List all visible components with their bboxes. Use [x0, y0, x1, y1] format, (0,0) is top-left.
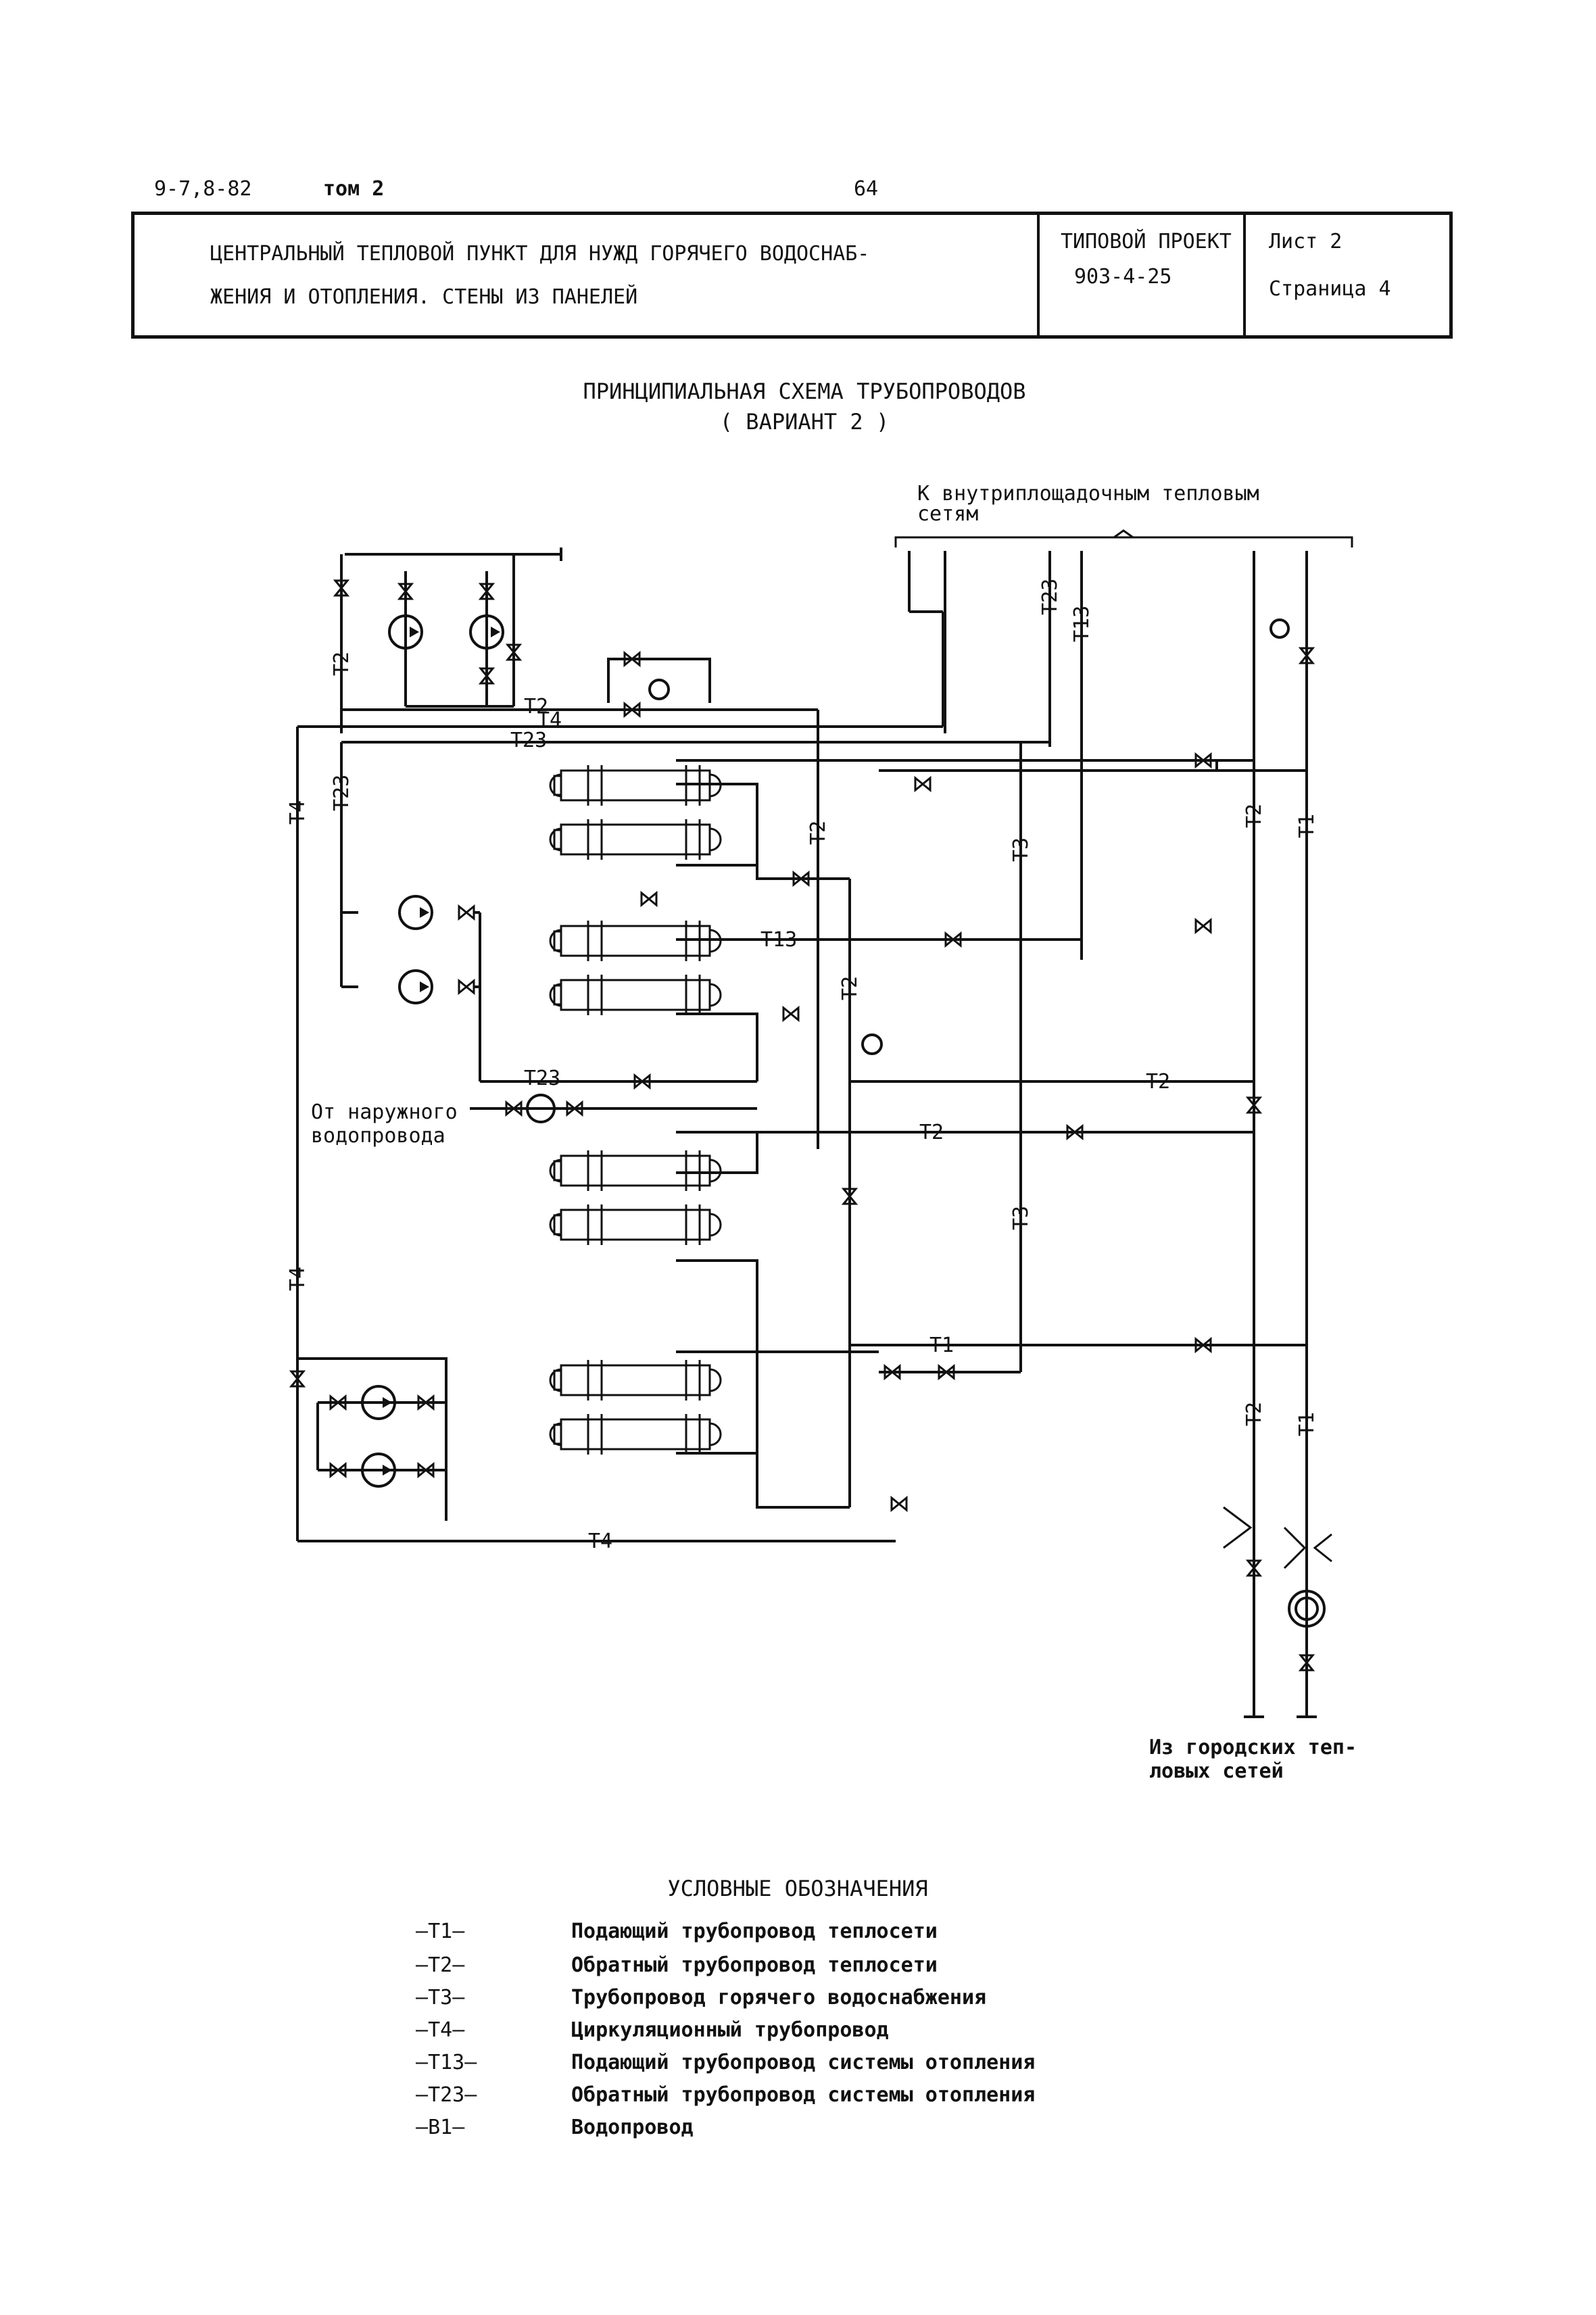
legend-code: —Т3—	[416, 1986, 465, 2009]
from-city-caption-1: Из городских теп-	[1149, 1736, 1357, 1759]
from-city-caption-2: ловых сетей	[1149, 1759, 1284, 1783]
pipe-label-t4: Т4	[286, 800, 310, 825]
legend-code: —Т4—	[416, 2018, 465, 2042]
page-label: Страница 4	[1269, 277, 1391, 301]
diagram-captions: К внутриплощадочным тепловым сетям От на…	[311, 482, 1357, 1783]
pipe-label-t23: Т23	[510, 729, 547, 752]
pipe-labels: Т2 Т4 Т23 Т13 Т23 Т2 Т2 Т1 Т4 Т2 Т23 Т4 …	[286, 579, 1319, 1553]
pipe-label-t23: Т23	[1038, 579, 1062, 615]
title-line-2: ЖЕНИЯ И ОТОПЛЕНИЯ. СТЕНЫ ИЗ ПАНЕЛЕЙ	[210, 285, 638, 309]
volume-label: том 2	[323, 177, 385, 201]
pipe-label-t2: Т2	[838, 976, 862, 1000]
pumps	[361, 614, 504, 1488]
legend-code: —В1—	[416, 2116, 465, 2139]
sheet-label: Лист 2	[1269, 230, 1343, 253]
legend-code: —Т1—	[416, 1920, 465, 1943]
legend-item: —Т1—	[416, 1920, 464, 1943]
doc-code: 9-7,8-82	[154, 177, 252, 201]
pipe-label-t2: Т2	[1242, 1402, 1266, 1426]
legend-text: Обратный трубопровод системы отопления	[571, 2083, 1036, 2107]
pipe-label-t4: Т4	[537, 708, 562, 732]
title-block-divider	[1243, 215, 1246, 335]
city-connection-marks	[1223, 1506, 1332, 1569]
project-number: 903-4-25	[1074, 265, 1172, 289]
pipe-label-t2: Т2	[806, 821, 830, 845]
pipe-label-t3: Т3	[1009, 1206, 1033, 1230]
pipelines	[296, 529, 1353, 1718]
pipe-label-t13: Т13	[1070, 606, 1094, 642]
pipe-label-t2: Т2	[1146, 1070, 1170, 1094]
pipe-label-t23: Т23	[330, 775, 354, 811]
title-line-1: ЦЕНТРАЛЬНЫЙ ТЕПЛОВОЙ ПУНКТ ДЛЯ НУЖД ГОРЯ…	[210, 242, 870, 266]
legend-text: Подающий трубопровод теплосети	[571, 1920, 938, 1943]
pipe-label-t1: Т1	[929, 1334, 954, 1357]
to-networks-caption-2: сетям	[917, 502, 978, 526]
project-label: ТИПОВОЙ ПРОЕКТ	[1061, 230, 1232, 253]
legend-item: —В1—	[416, 2116, 464, 2139]
legend-item: —Т13—	[416, 2051, 477, 2074]
pipe-label-t1: Т1	[1295, 1412, 1319, 1436]
legend-title: УСЛОВНЫЕ ОБОЗНАЧЕНИЯ	[667, 1876, 928, 1901]
legend-text: Циркуляционный трубопровод	[571, 2018, 889, 2042]
pipe-label-t4: Т4	[286, 1267, 310, 1291]
legend-text: Обратный трубопровод теплосети	[571, 1953, 938, 1977]
pipe-label-t2: Т2	[919, 1121, 944, 1144]
legend-text: Трубопровод горячего водоснабжения	[571, 1986, 987, 2009]
diagram-heading-2: ( ВАРИАНТ 2 )	[719, 409, 890, 435]
legend-code: —Т13—	[416, 2051, 477, 2074]
title-block-divider	[1037, 215, 1040, 335]
legend-text: Водопровод	[571, 2116, 694, 2139]
pipe-label-t13: Т13	[760, 928, 797, 952]
pipe-label-t2: Т2	[330, 652, 354, 676]
legend-item: —Т23—	[416, 2083, 477, 2107]
to-networks-caption-1: К внутриплощадочным тепловым	[917, 482, 1259, 506]
pipe-label-t23: Т23	[524, 1067, 560, 1090]
legend-item: —Т4—	[416, 2018, 464, 2042]
pipe-label-t4: Т4	[588, 1530, 612, 1553]
from-water-caption-1: От наружного	[311, 1100, 458, 1124]
from-water-caption-2: водопровода	[311, 1124, 445, 1148]
page-number: 64	[854, 177, 879, 201]
legend-code: —Т23—	[416, 2083, 477, 2107]
pipe-label-t1: Т1	[1295, 814, 1319, 838]
diagram-heading-1: ПРИНЦИПИАЛЬНАЯ СХЕМА ТРУБОПРОВОДОВ	[583, 379, 1026, 404]
title-block: ЦЕНТРАЛЬНЫЙ ТЕПЛОВОЙ ПУНКТ ДЛЯ НУЖД ГОРЯ…	[131, 212, 1453, 339]
legend-text: Подающий трубопровод системы отопления	[571, 2051, 1036, 2074]
meters	[526, 618, 1326, 1628]
legend-item: —Т2—	[416, 1953, 464, 1977]
pipe-label-t3: Т3	[1009, 837, 1033, 862]
pipe-label-t2: Т2	[524, 695, 548, 718]
legend-code: —Т2—	[416, 1953, 465, 1977]
pipe-label-t2: Т2	[1242, 804, 1266, 828]
legend-item: —Т3—	[416, 1986, 464, 2009]
